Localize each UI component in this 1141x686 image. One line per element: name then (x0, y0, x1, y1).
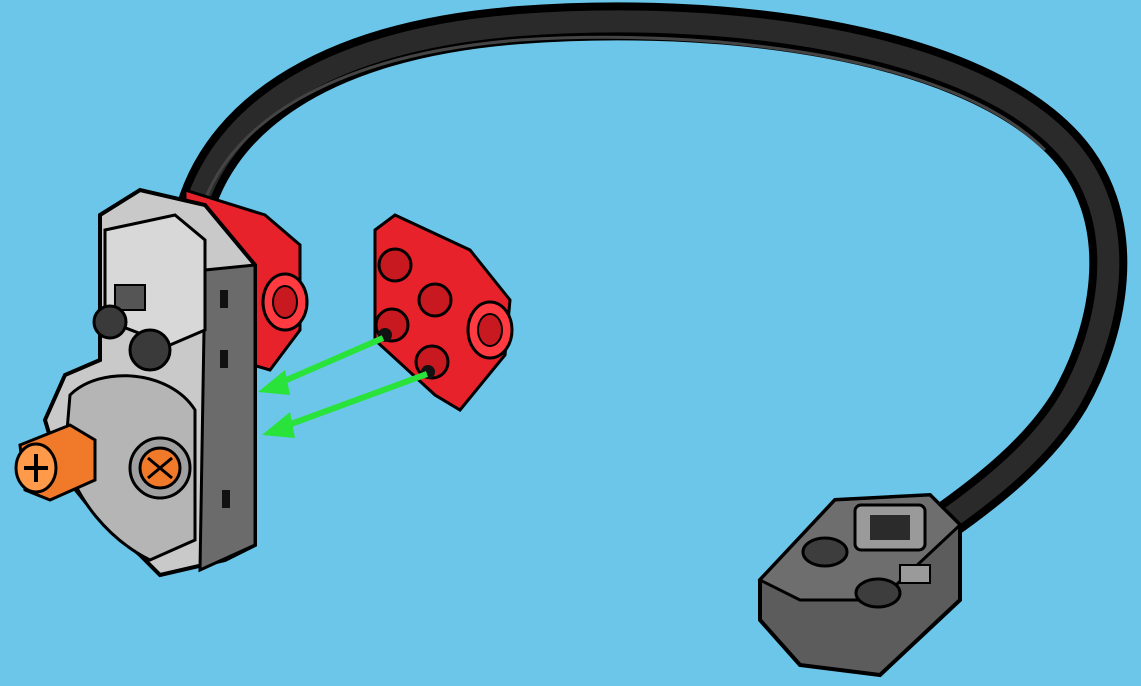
illustration (0, 0, 1141, 686)
assembly-illustration (0, 0, 1141, 686)
